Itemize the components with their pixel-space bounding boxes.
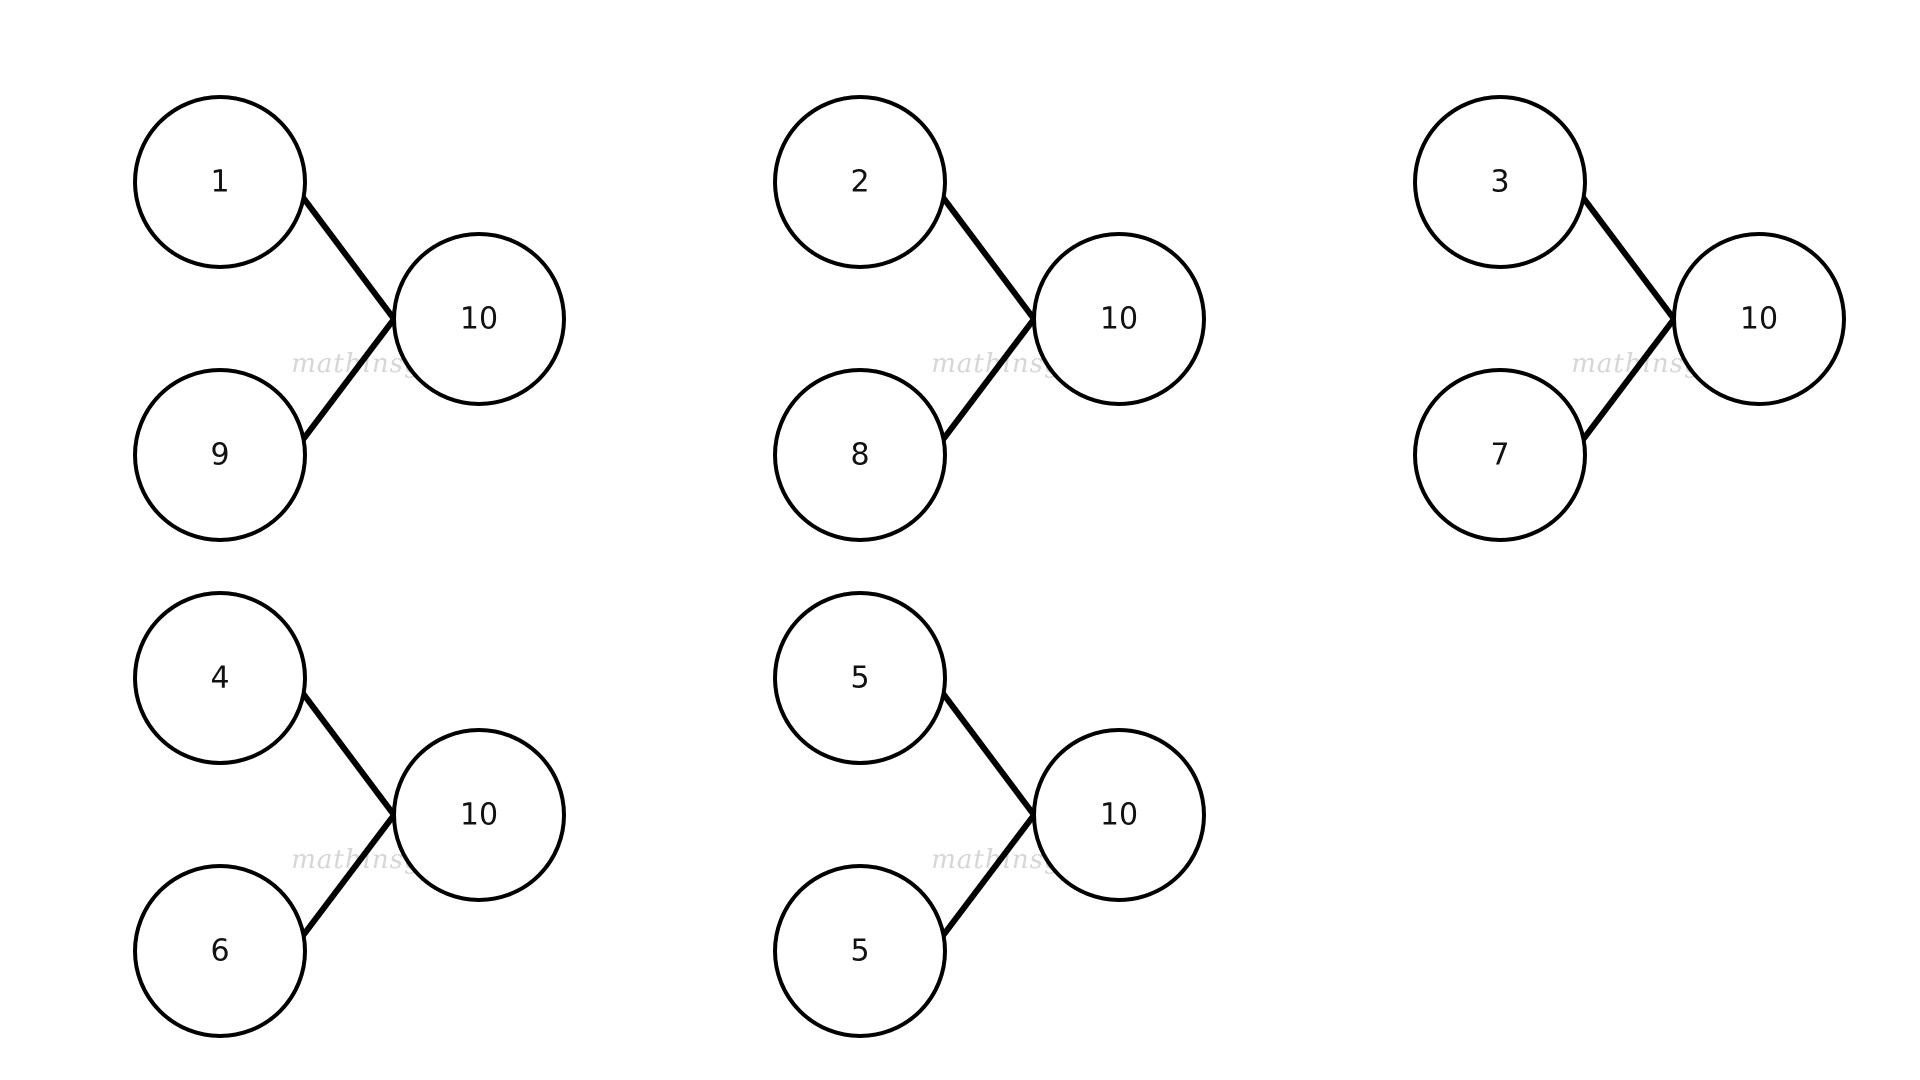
part-circle-bottom: 7 xyxy=(1413,368,1587,542)
part-bottom-label: 5 xyxy=(850,934,869,969)
part-circle-top: 4 xyxy=(133,591,307,765)
whole-circle: 10 xyxy=(392,728,566,902)
part-circle-top: 3 xyxy=(1413,95,1587,269)
part-circle-top-shape xyxy=(133,591,307,765)
bond-line-top xyxy=(294,683,397,817)
part-circle-top-shape xyxy=(773,95,947,269)
part-circle-bottom: 9 xyxy=(133,368,307,542)
whole-circle-shape xyxy=(1672,232,1846,406)
part-bottom-label: 7 xyxy=(1490,438,1509,473)
whole-circle-shape xyxy=(392,232,566,406)
whole-circle: 10 xyxy=(1032,232,1206,406)
whole-circle: 10 xyxy=(1032,728,1206,902)
bond-line-top xyxy=(934,683,1037,817)
part-circle-bottom-shape xyxy=(773,368,947,542)
bond-line-bottom xyxy=(294,317,397,451)
part-circle-bottom: 8 xyxy=(773,368,947,542)
bond-line-top xyxy=(934,187,1037,321)
part-circle-top: 1 xyxy=(133,95,307,269)
part-top-label: 3 xyxy=(1490,165,1509,200)
part-circle-top-shape xyxy=(1413,95,1587,269)
bond-line-bottom xyxy=(934,317,1037,451)
part-circle-top: 2 xyxy=(773,95,947,269)
part-circle-top-shape xyxy=(133,95,307,269)
whole-circle-shape xyxy=(1032,232,1206,406)
part-circle-bottom: 6 xyxy=(133,864,307,1038)
bond-line-bottom xyxy=(294,813,397,947)
whole-circle: 10 xyxy=(1672,232,1846,406)
part-circle-top: 5 xyxy=(773,591,947,765)
whole-circle-shape xyxy=(1032,728,1206,902)
bond-line-bottom xyxy=(934,813,1037,947)
part-circle-bottom-shape xyxy=(773,864,947,1038)
part-top-label: 1 xyxy=(210,165,229,200)
whole-label: 10 xyxy=(1100,302,1138,337)
part-circle-bottom-shape xyxy=(133,864,307,1038)
part-circle-top-shape xyxy=(773,591,947,765)
whole-circle: 10 xyxy=(392,232,566,406)
bond-line-top xyxy=(294,187,397,321)
whole-circle-shape xyxy=(392,728,566,902)
bond-line-bottom xyxy=(1574,317,1677,451)
part-top-label: 5 xyxy=(850,661,869,696)
part-circle-bottom-shape xyxy=(133,368,307,542)
whole-label: 10 xyxy=(1100,798,1138,833)
whole-label: 10 xyxy=(1740,302,1778,337)
part-circle-bottom-shape xyxy=(1413,368,1587,542)
whole-label: 10 xyxy=(460,798,498,833)
number-bonds-layer: mathinsg.com1910mathinsg.com2810mathinsg… xyxy=(133,95,1846,1038)
part-top-label: 2 xyxy=(850,165,869,200)
part-bottom-label: 9 xyxy=(210,438,229,473)
part-bottom-label: 8 xyxy=(850,438,869,473)
part-top-label: 4 xyxy=(210,661,229,696)
part-bottom-label: 6 xyxy=(210,934,229,969)
part-circle-bottom: 5 xyxy=(773,864,947,1038)
whole-label: 10 xyxy=(460,302,498,337)
bond-line-top xyxy=(1574,187,1677,321)
